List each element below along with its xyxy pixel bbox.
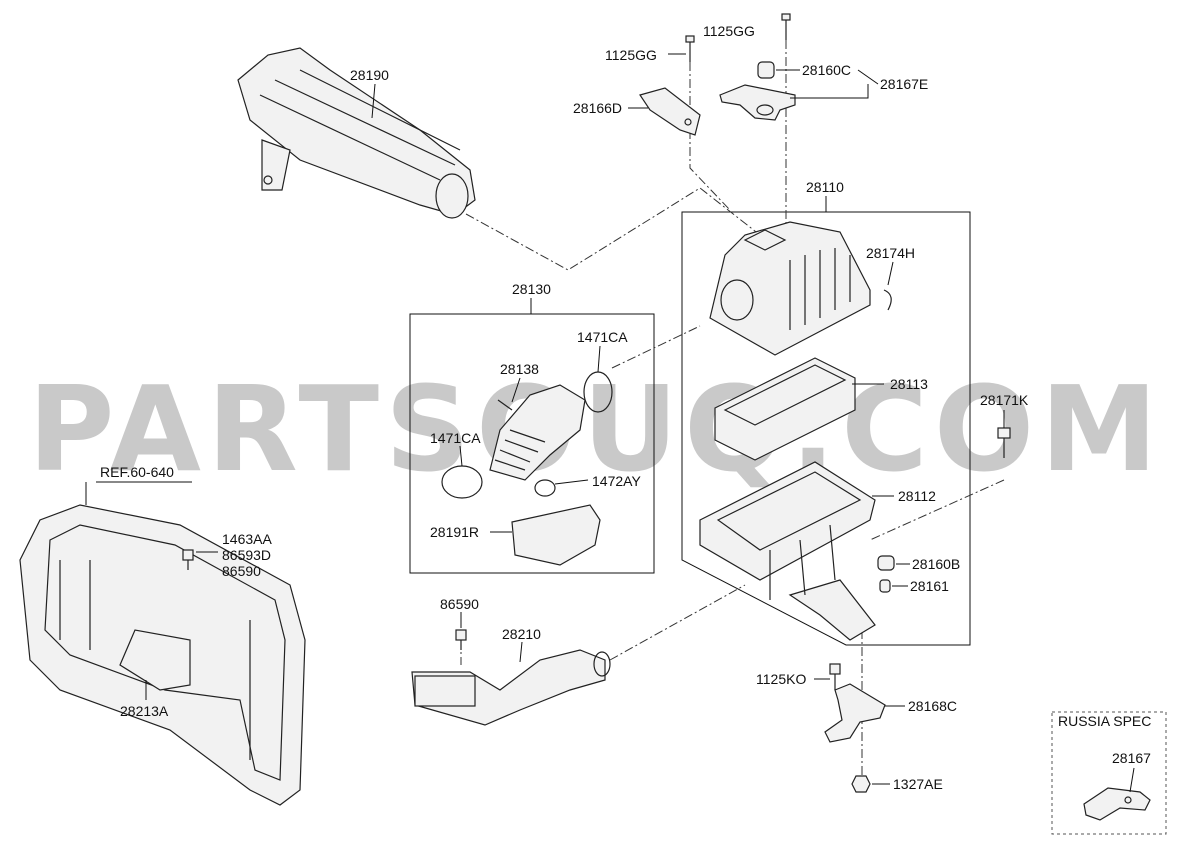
assembly-box-28130 xyxy=(409,313,655,574)
label-28171k: 28171K xyxy=(980,392,1029,408)
label-1463aa: 1463AA xyxy=(222,531,272,547)
label-28160c: 28160C xyxy=(802,62,851,78)
assembly-box-28110 xyxy=(681,211,971,646)
bolt-86590-duct xyxy=(455,629,467,650)
leader-28190 xyxy=(371,83,376,119)
clip-1463aa xyxy=(182,549,194,570)
label-28166d: 28166D xyxy=(573,100,622,116)
label-28113: 28113 xyxy=(890,376,928,392)
rubber-mount-28160b xyxy=(877,555,895,571)
leader-1471ca-top xyxy=(597,345,601,373)
rubber-mount-28160c xyxy=(757,61,775,79)
label-28112: 28112 xyxy=(898,488,936,504)
label-86590-duct: 86590 xyxy=(440,596,479,612)
leader-28167 xyxy=(1129,767,1135,793)
bracket-28167e xyxy=(719,84,796,121)
label-28190: 28190 xyxy=(350,67,389,83)
bolt-1125gg-left xyxy=(685,35,695,62)
clamp-1472ay xyxy=(534,479,556,497)
label-1125gg-right: 1125GG xyxy=(703,23,755,39)
leader-28138 xyxy=(511,377,521,403)
leader-1471ca-bottom xyxy=(459,445,463,467)
leader-28210 xyxy=(519,641,523,663)
label-1125gg-left: 1125GG xyxy=(605,47,657,63)
leader-28167e-top xyxy=(857,69,879,85)
label-28160b: 28160B xyxy=(912,556,960,572)
russia-spec-box xyxy=(1051,711,1167,835)
label-1471ca-bottom: 1471CA xyxy=(430,430,481,446)
assembly-line-bolt-k xyxy=(869,479,1005,541)
air-cleaner-body-28112 xyxy=(699,461,876,641)
label-ref: REF.60-640 xyxy=(100,464,174,480)
watermark-text: PARTSOUQ.COM xyxy=(28,360,1164,498)
leader-1472ay xyxy=(554,479,589,485)
bracket-28166d xyxy=(639,87,701,136)
label-1472ay: 1472AY xyxy=(592,473,641,489)
filter-element-28113 xyxy=(714,357,856,461)
leader-28167e xyxy=(790,84,869,99)
air-guide-28213a xyxy=(119,629,191,691)
label-1327ae: 1327AE xyxy=(893,776,943,792)
label-86590-frame: 86590 xyxy=(222,563,261,579)
label-28110: 28110 xyxy=(806,179,844,195)
clip-28174h xyxy=(883,289,892,311)
air-cleaner-cover xyxy=(709,221,871,356)
label-28191r: 28191R xyxy=(430,524,479,540)
label-1471ca-top: 1471CA xyxy=(577,329,628,345)
label-28174h: 28174H xyxy=(866,245,915,261)
bolt-1125gg-right xyxy=(781,13,791,40)
label-28167: 28167 xyxy=(1112,750,1151,766)
bolt-1125ko xyxy=(829,663,841,690)
resonator-28190 xyxy=(237,47,476,219)
label-28130: 28130 xyxy=(512,281,551,297)
label-28168c: 28168C xyxy=(908,698,957,714)
bracket-28168c xyxy=(824,683,886,743)
label-28210: 28210 xyxy=(502,626,541,642)
label-28213a: 28213A xyxy=(120,703,169,719)
assembly-line-bracket-d xyxy=(689,62,731,211)
assembly-line-resonator xyxy=(465,187,761,271)
assembly-line-duct xyxy=(609,584,746,661)
label-28161: 28161 xyxy=(910,578,949,594)
leader-28174h xyxy=(887,261,894,286)
label-86593d: 86593D xyxy=(222,547,271,563)
label-28138: 28138 xyxy=(500,361,539,377)
label-russia-spec: RUSSIA SPEC xyxy=(1058,713,1151,729)
intake-duct-28210 xyxy=(411,649,611,726)
assembly-line-hose xyxy=(611,325,701,369)
nut-1327ae xyxy=(851,775,871,793)
cover-28191r xyxy=(511,504,601,566)
bush-28161 xyxy=(879,579,891,593)
label-1125ko: 1125KO xyxy=(756,671,806,687)
label-28167e: 28167E xyxy=(880,76,928,92)
bracket-28167 xyxy=(1083,787,1151,821)
